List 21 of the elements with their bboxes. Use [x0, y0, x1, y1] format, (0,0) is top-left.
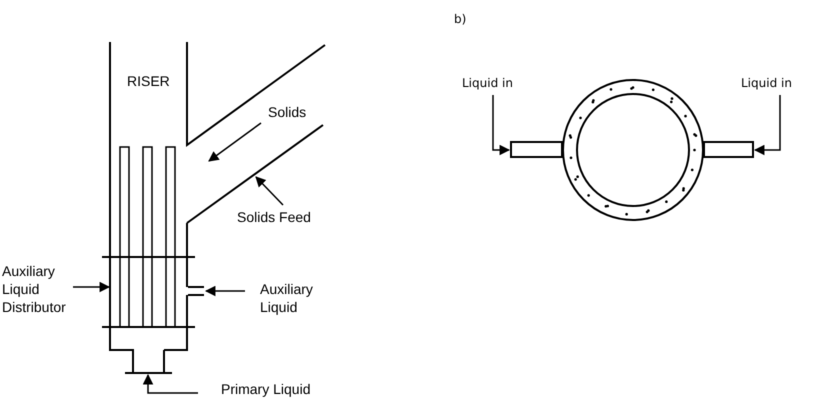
primary-inlet	[124, 349, 173, 374]
vessel-label: RISER	[127, 72, 170, 90]
arrow	[73, 282, 110, 292]
distributor-tubes	[119, 146, 176, 328]
arrow	[754, 95, 781, 156]
flow-label: Solids	[268, 103, 306, 121]
callout-label: Liquid in	[741, 74, 811, 92]
arrow	[492, 95, 510, 156]
feed-pipe-wall	[186, 124, 324, 224]
callout-label: Primary Liquid	[221, 380, 331, 398]
inlet-pipe	[703, 141, 754, 158]
arrow	[204, 286, 245, 296]
arrow	[142, 374, 198, 394]
side-nozzle	[187, 286, 205, 296]
callout-label: Auxiliary Liquid	[260, 280, 330, 316]
callout-label: Auxiliary Liquid Distributor	[2, 262, 82, 316]
panel-label: b)	[454, 11, 466, 28]
arrow	[255, 176, 284, 206]
callout-label: Liquid in	[462, 74, 532, 92]
inlet-pipe	[510, 141, 563, 158]
callout-label: Solids Feed	[237, 208, 347, 226]
